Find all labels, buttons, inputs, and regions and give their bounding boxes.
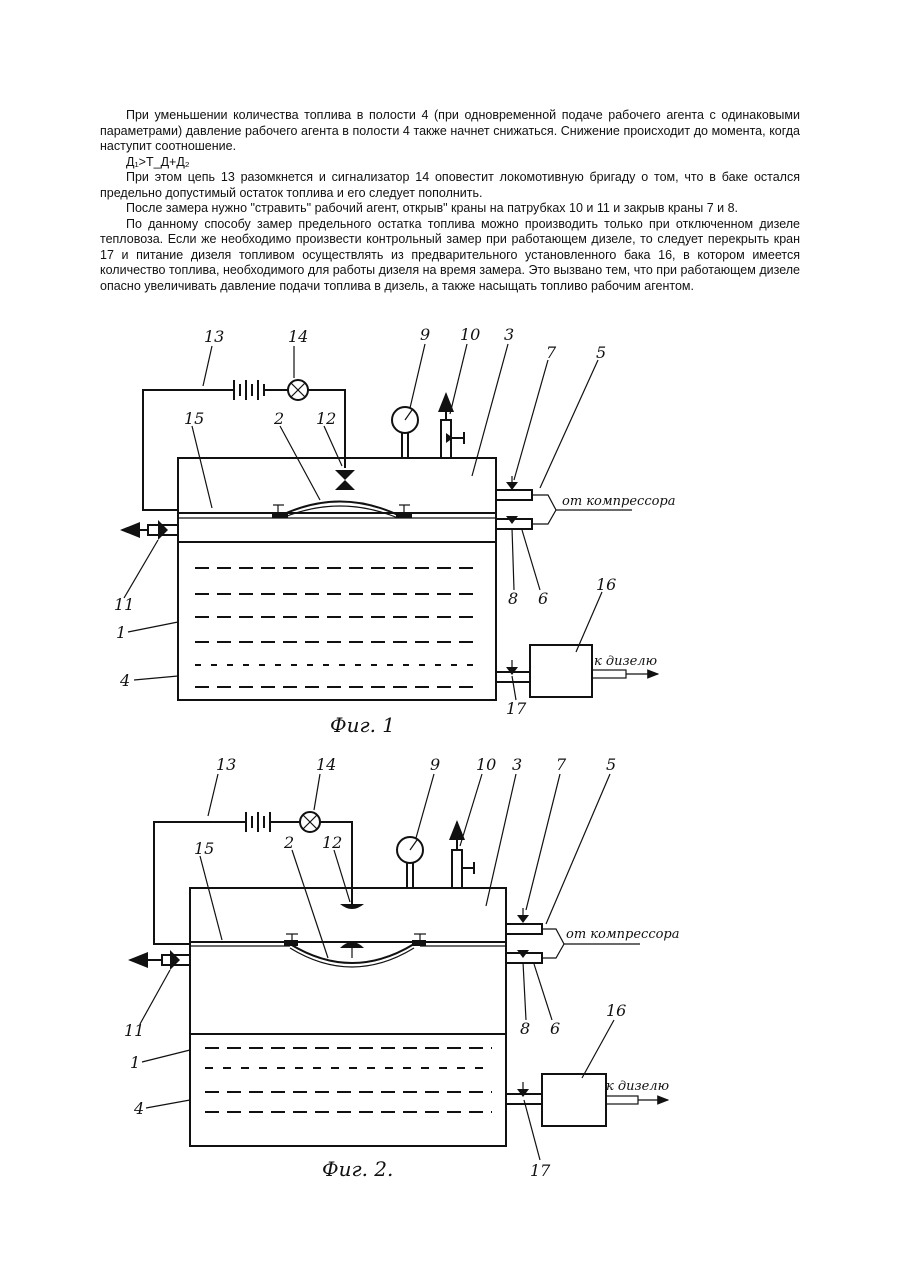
label2-7: 7 [556, 755, 567, 774]
label-8: 8 [508, 589, 518, 608]
tank-16b [542, 1074, 606, 1126]
figure-1-caption: Фиг. 1 [330, 713, 395, 737]
figure-2-caption: Фиг. 2. [322, 1157, 393, 1181]
label-9: 9 [420, 325, 430, 344]
label2-1: 1 [130, 1053, 140, 1072]
label2-11: 11 [124, 1021, 144, 1040]
label-7: 7 [546, 343, 557, 362]
label2-3: 3 [512, 755, 522, 774]
label2-15: 15 [194, 839, 214, 858]
label2-8: 8 [520, 1019, 530, 1038]
label-13: 13 [204, 327, 224, 346]
label-3: 3 [504, 325, 514, 344]
label-5: 5 [596, 343, 606, 362]
label-6: 6 [538, 589, 548, 608]
label2-13: 13 [216, 755, 236, 774]
label-11: 11 [114, 595, 134, 614]
label-2: 2 [273, 409, 284, 428]
label2-10: 10 [476, 755, 496, 774]
label2-6: 6 [550, 1019, 560, 1038]
label-12: 12 [316, 409, 336, 428]
label-14: 14 [288, 327, 308, 346]
label2-14: 14 [316, 755, 336, 774]
label2-9: 9 [430, 755, 440, 774]
label-1: 1 [116, 623, 126, 642]
label2-5: 5 [606, 755, 616, 774]
figure-1: от компрессора к дизелю 13 14 9 10 [114, 325, 676, 737]
circuit-13 [143, 390, 228, 510]
label2-17: 17 [530, 1161, 551, 1180]
label-16: 16 [596, 575, 616, 594]
label2-16: 16 [606, 1001, 626, 1020]
label-10: 10 [460, 325, 480, 344]
label2-12: 12 [322, 833, 342, 852]
label-15: 15 [184, 409, 204, 428]
label-4: 4 [119, 671, 130, 690]
label-17: 17 [506, 699, 527, 718]
compressor-label-2: от компрессора [566, 927, 680, 942]
figure-2: от компрессора к дизелю 13 14 9 10 [124, 755, 680, 1181]
tank-2 [190, 888, 506, 1146]
tank-1 [178, 458, 496, 700]
label2-2: 2 [283, 833, 294, 852]
tank-16 [530, 645, 592, 697]
diesel-label-2: к дизелю [606, 1079, 669, 1094]
compressor-label: от компрессора [562, 494, 676, 509]
diesel-label: к дизелю [594, 654, 657, 669]
label2-4: 4 [133, 1099, 144, 1118]
